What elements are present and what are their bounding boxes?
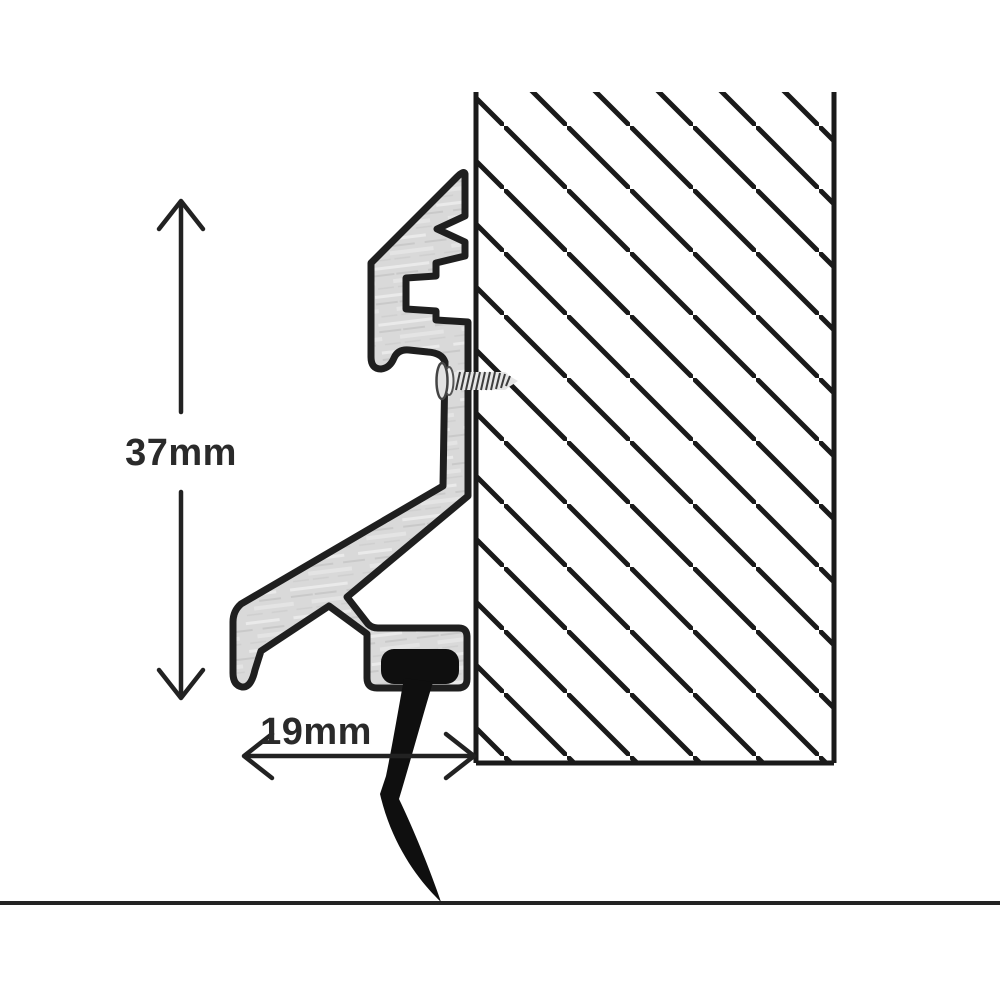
wall-hatch xyxy=(476,92,834,763)
aluminium-profile xyxy=(229,169,472,692)
width-dimension-label: 19mm xyxy=(260,711,372,753)
rubber-fin-seal xyxy=(380,649,459,902)
height-dimension xyxy=(156,198,206,701)
arrow-up-icon xyxy=(156,198,206,232)
arrow-right-icon xyxy=(443,731,477,781)
wall-section xyxy=(473,92,837,766)
height-dimension-label: 37mm xyxy=(125,432,237,474)
seal-insert xyxy=(381,649,459,684)
aluminium-profile-outline xyxy=(229,169,472,692)
fixing-screw xyxy=(435,361,518,401)
width-dimension xyxy=(241,731,477,781)
arrow-left-icon xyxy=(241,731,275,781)
screw-head xyxy=(435,361,449,401)
screw-threads xyxy=(455,371,511,391)
seal-fin xyxy=(380,678,441,902)
arrow-down-icon xyxy=(156,667,206,701)
